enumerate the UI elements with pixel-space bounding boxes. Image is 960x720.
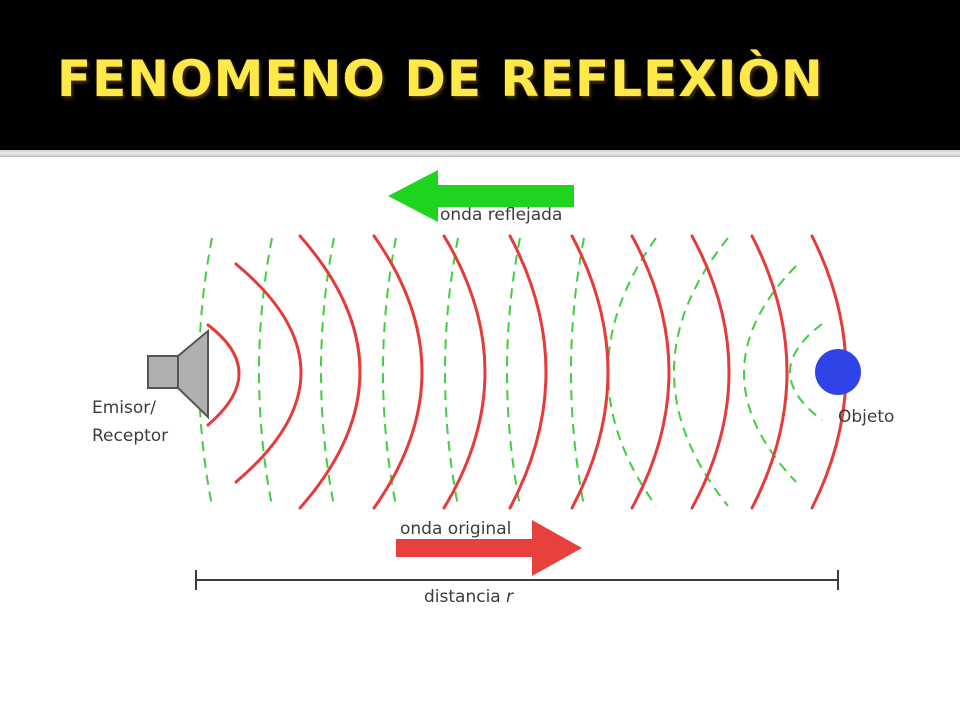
original-wavefront (690, 234, 731, 510)
original-wavefront (234, 262, 303, 484)
reflected-wavefront (607, 237, 657, 507)
reflection-diagram: onda reflejada onda original distancia r… (0, 158, 960, 658)
original-wave-label: onda original (400, 519, 511, 539)
reflected-wavefront (570, 237, 585, 507)
distance-bar (195, 570, 839, 590)
reflected-wavefront (258, 237, 273, 507)
emitter-label-line2: Receptor (92, 426, 168, 446)
distance-label: distancia r (424, 587, 514, 607)
reflected-wavefront (444, 237, 459, 507)
emitter-label-line1: Emisor/ (92, 398, 156, 418)
reflected-wavefront (673, 237, 729, 507)
original-wave-arrow (396, 520, 582, 576)
reflected-wave-arrow (388, 170, 574, 222)
diagram-canvas: onda reflejada onda original distancia r… (92, 170, 894, 607)
reflected-wavefront (506, 237, 521, 507)
original-wavefront (750, 234, 789, 510)
original-wavefront (442, 234, 487, 510)
original-wavefront (298, 234, 362, 510)
object-label: Objeto (838, 407, 894, 427)
original-wavefront (206, 323, 241, 427)
title-divider (0, 150, 960, 157)
original-wavefront (630, 234, 671, 510)
reflected-wavefront (382, 237, 397, 507)
original-wavefronts (206, 234, 848, 510)
original-wavefront (508, 234, 548, 510)
original-wavefront (372, 234, 424, 510)
original-wavefront (570, 234, 610, 510)
title-bar: FENOMENO DE REFLEXIÒN (0, 0, 960, 150)
reflected-wavefront (198, 237, 213, 507)
speaker-icon (147, 328, 209, 420)
reflected-wave-label: onda reflejada (440, 205, 562, 225)
circle-icon (815, 349, 861, 395)
slide-title: FENOMENO DE REFLEXIÒN (57, 50, 824, 108)
reflected-wavefront (789, 323, 823, 421)
